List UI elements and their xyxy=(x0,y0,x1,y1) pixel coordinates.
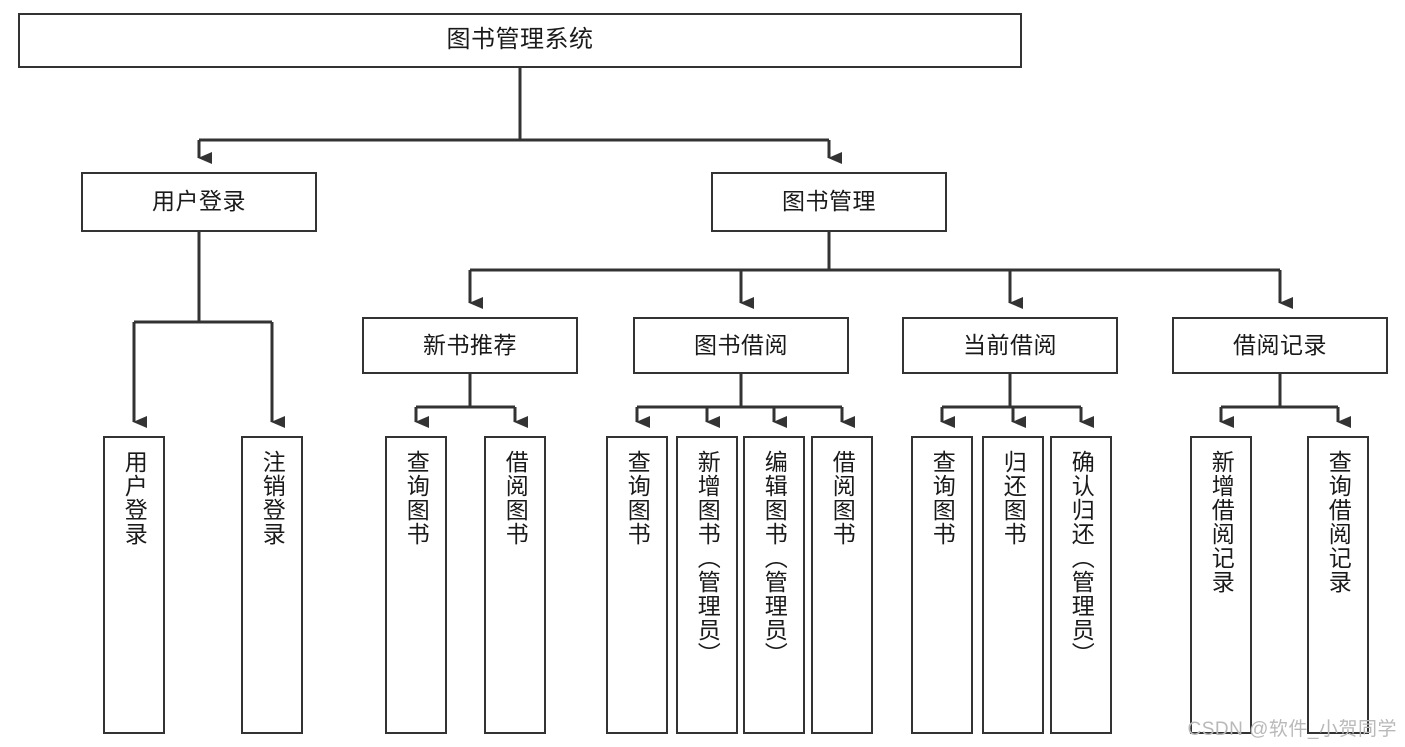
leaf-borrow-book-recommend[interactable]: 借阅图书 xyxy=(484,436,546,734)
node-borrow-record[interactable]: 借阅记录 xyxy=(1172,317,1388,374)
leaf-borrow-book-label: 借阅图书 xyxy=(829,450,856,546)
node-borrow-record-label: 借阅记录 xyxy=(1233,331,1327,358)
leaf-query-book-recommend[interactable]: 查询图书 xyxy=(385,436,447,734)
leaf-query-book-borrow-label: 查询图书 xyxy=(624,450,651,546)
leaf-borrow-book-recommend-label: 借阅图书 xyxy=(502,450,529,546)
node-user-login[interactable]: 用户登录 xyxy=(81,172,317,232)
node-book-management[interactable]: 图书管理 xyxy=(711,172,947,232)
leaf-return-book[interactable]: 归还图书 xyxy=(982,436,1044,734)
leaf-user-login-label: 用户登录 xyxy=(121,450,148,546)
node-user-login-label: 用户登录 xyxy=(152,188,246,215)
leaf-confirm-return-admin-label: 确认归还（管理员） xyxy=(1068,450,1095,666)
leaf-add-borrow-record[interactable]: 新增借阅记录 xyxy=(1190,436,1252,734)
leaf-user-login[interactable]: 用户登录 xyxy=(103,436,165,734)
leaf-query-book-current[interactable]: 查询图书 xyxy=(911,436,973,734)
leaf-logout-label: 注销登录 xyxy=(259,450,286,546)
leaf-edit-book-admin-label: 编辑图书（管理员） xyxy=(761,450,788,666)
leaf-add-book-admin[interactable]: 新增图书（管理员） xyxy=(676,436,738,734)
leaf-add-borrow-record-label: 新增借阅记录 xyxy=(1208,450,1235,594)
leaf-query-borrow-record[interactable]: 查询借阅记录 xyxy=(1307,436,1369,734)
leaf-borrow-book[interactable]: 借阅图书 xyxy=(811,436,873,734)
leaf-query-borrow-record-label: 查询借阅记录 xyxy=(1325,450,1352,594)
node-new-book-recommend-label: 新书推荐 xyxy=(423,331,517,358)
node-current-borrow[interactable]: 当前借阅 xyxy=(902,317,1118,374)
node-book-borrow[interactable]: 图书借阅 xyxy=(633,317,849,374)
leaf-query-book-recommend-label: 查询图书 xyxy=(403,450,430,546)
node-book-borrow-label: 图书借阅 xyxy=(694,331,788,358)
node-root-label: 图书管理系统 xyxy=(446,26,594,54)
leaf-return-book-label: 归还图书 xyxy=(1000,450,1027,546)
leaf-edit-book-admin[interactable]: 编辑图书（管理员） xyxy=(743,436,805,734)
node-book-management-label: 图书管理 xyxy=(782,188,876,215)
node-new-book-recommend[interactable]: 新书推荐 xyxy=(362,317,578,374)
leaf-confirm-return-admin[interactable]: 确认归还（管理员） xyxy=(1050,436,1112,734)
leaf-logout[interactable]: 注销登录 xyxy=(241,436,303,734)
leaf-add-book-admin-label: 新增图书（管理员） xyxy=(694,450,721,666)
node-root[interactable]: 图书管理系统 xyxy=(18,13,1022,68)
leaf-query-book-current-label: 查询图书 xyxy=(929,450,956,546)
leaf-query-book-borrow[interactable]: 查询图书 xyxy=(606,436,668,734)
node-current-borrow-label: 当前借阅 xyxy=(963,331,1057,358)
